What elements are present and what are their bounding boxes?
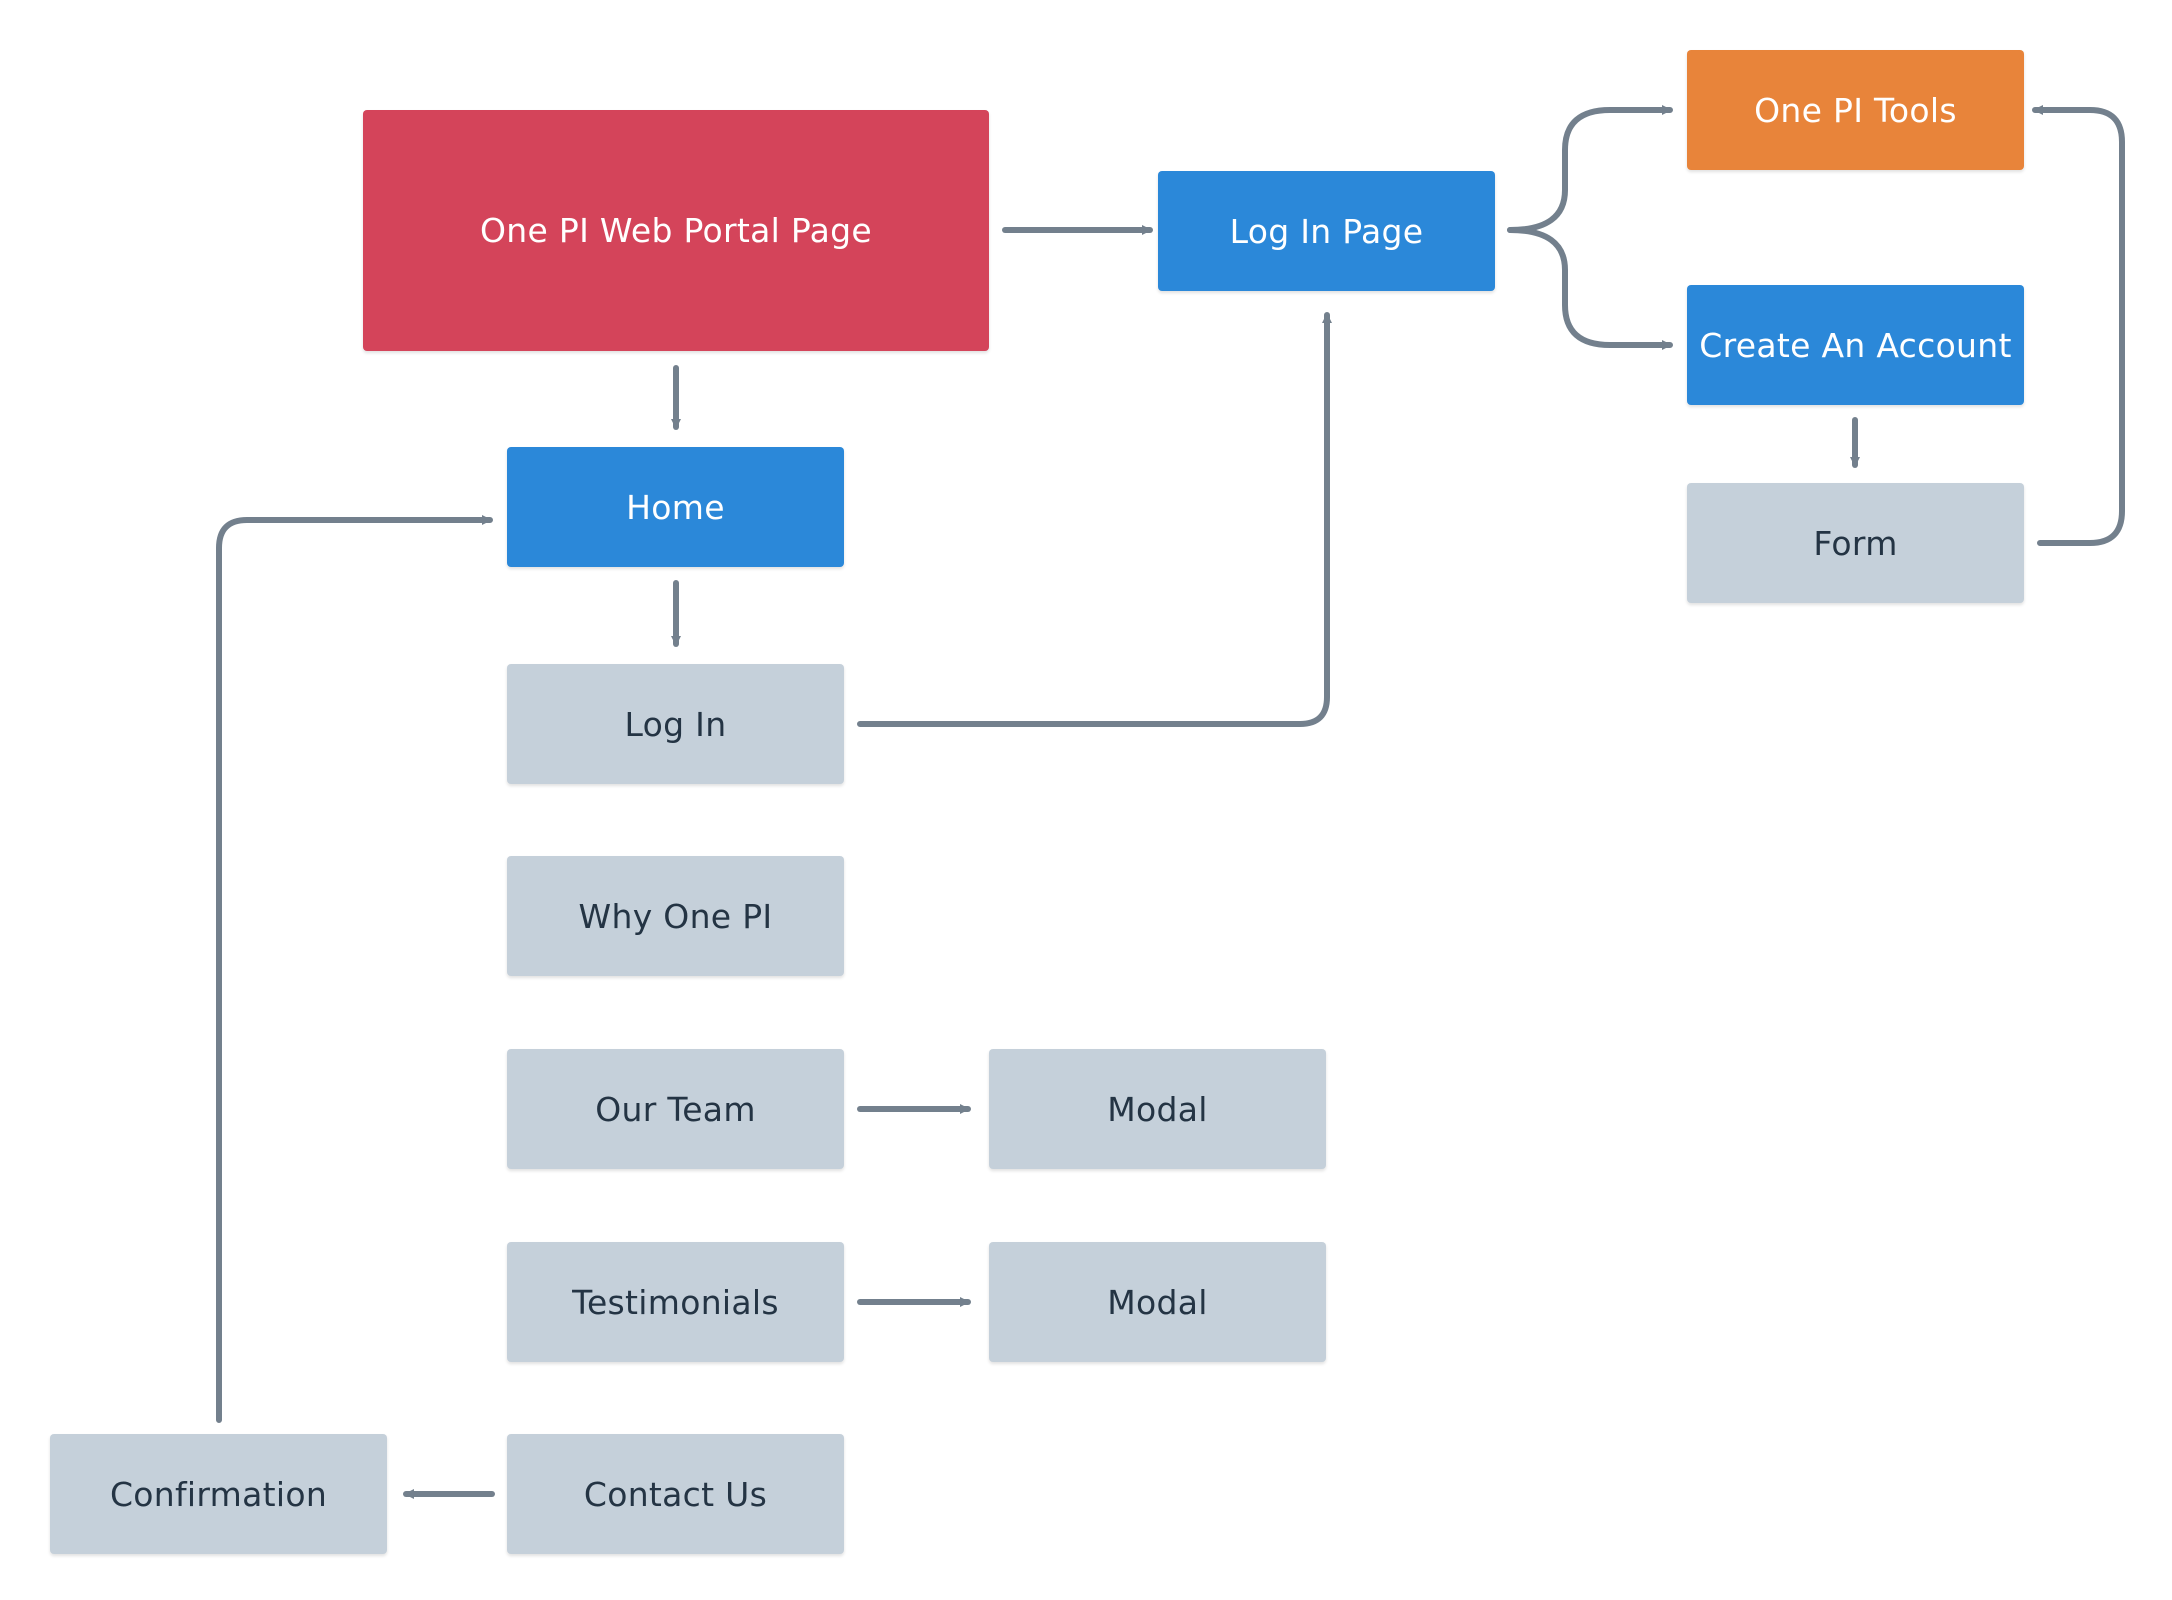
node-testimonials: Testimonials bbox=[507, 1242, 844, 1362]
node-team-modal: Modal bbox=[989, 1049, 1326, 1169]
node-contact-us: Contact Us bbox=[507, 1434, 844, 1554]
arrow-form-to-tools bbox=[2032, 105, 2125, 546]
node-log-in: Log In bbox=[507, 664, 844, 784]
node-one-pi-tools: One PI Tools bbox=[1687, 50, 2024, 170]
arrow-confirmation-to-home bbox=[216, 515, 493, 1423]
node-create-account: Create An Account bbox=[1687, 285, 2024, 405]
node-our-team: Our Team bbox=[507, 1049, 844, 1169]
node-form: Form bbox=[1687, 483, 2024, 603]
node-web-portal-page: One PI Web Portal Page bbox=[363, 110, 989, 351]
arrow-login-page-to-create-account bbox=[1507, 227, 1673, 350]
node-why-one-pi: Why One PI bbox=[507, 856, 844, 976]
node-login-page: Log In Page bbox=[1158, 171, 1495, 291]
arrow-login-page-to-tools bbox=[1507, 105, 1673, 233]
node-home: Home bbox=[507, 447, 844, 567]
arrow-log-in-to-login-page bbox=[857, 312, 1332, 727]
node-confirmation: Confirmation bbox=[50, 1434, 387, 1554]
node-testimonials-modal: Modal bbox=[989, 1242, 1326, 1362]
